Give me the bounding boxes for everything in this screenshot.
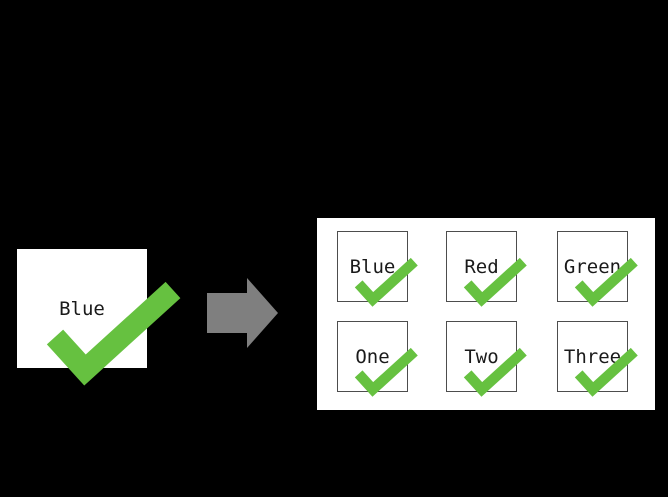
result-checkbox-two: Two bbox=[446, 321, 527, 397]
result-checkbox-label: Green bbox=[563, 255, 622, 278]
result-checkbox-label: Red bbox=[464, 255, 499, 278]
result-checkbox-blue: Blue bbox=[337, 231, 418, 307]
result-checkbox-label: Two bbox=[464, 345, 499, 368]
result-checkbox-three: Three bbox=[557, 321, 638, 397]
source-checkbox-label: Blue bbox=[59, 297, 105, 320]
result-checkbox-label: One bbox=[355, 345, 390, 368]
checkmark-icon bbox=[463, 347, 527, 397]
result-checkbox-red: Red bbox=[446, 231, 527, 307]
checkmark-icon bbox=[46, 281, 181, 386]
checkmark-icon bbox=[574, 347, 638, 397]
result-checkbox-label: Blue bbox=[349, 255, 396, 278]
source-checkbox: Blue bbox=[17, 249, 147, 368]
result-checkbox-green: Green bbox=[557, 231, 638, 307]
result-checkbox-one: One bbox=[337, 321, 418, 397]
checkmark-icon bbox=[463, 257, 527, 307]
checkmark-icon bbox=[354, 347, 418, 397]
result-checkbox-label: Three bbox=[563, 345, 622, 368]
checkmark-icon bbox=[574, 257, 638, 307]
checkmark-icon bbox=[354, 257, 418, 307]
result-panel: Blue Red Green One Two bbox=[317, 218, 655, 410]
right-arrow-icon bbox=[207, 278, 278, 348]
